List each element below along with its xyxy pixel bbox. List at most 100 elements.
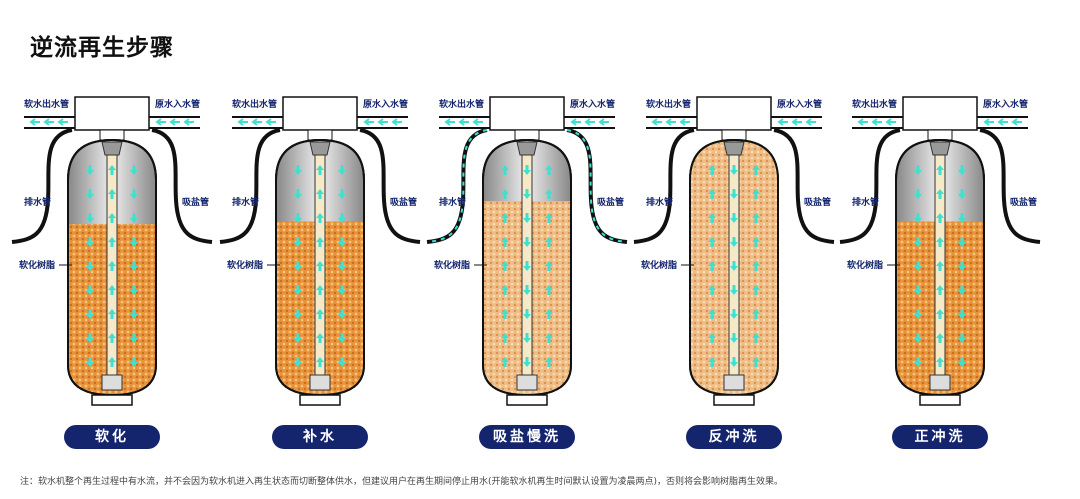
outer-flow-arrow <box>501 309 509 319</box>
center-flow-arrow <box>523 213 531 223</box>
label-soft-water-outlet: 软水出水管 <box>24 98 69 110</box>
flow-arrow-left <box>885 118 896 126</box>
flow-arrow-left <box>665 118 676 126</box>
page-title: 逆流再生步骤 <box>30 35 174 61</box>
outer-flow-arrow <box>914 285 922 295</box>
label-drain-pipe: 排水管 <box>852 196 879 208</box>
center-flow-arrow <box>108 261 116 271</box>
label-resin: 软化树脂 <box>847 259 883 271</box>
center-flow-arrow <box>523 285 531 295</box>
center-flow-arrow <box>936 237 944 247</box>
center-flow-arrow <box>730 165 738 175</box>
outer-flow-arrow <box>545 213 553 223</box>
outer-flow-arrow <box>914 357 922 367</box>
bottom-distributor <box>516 374 538 391</box>
control-valve <box>489 96 565 131</box>
step-label-3: 吸盐慢洗 <box>479 425 575 449</box>
outer-flow-arrow <box>914 237 922 247</box>
outer-flow-arrow <box>338 261 346 271</box>
outer-flow-arrow <box>545 285 553 295</box>
outer-flow-arrow <box>130 357 138 367</box>
outer-flow-arrow <box>86 333 94 343</box>
outer-flow-arrow <box>545 333 553 343</box>
label-drain-pipe: 排水管 <box>646 196 673 208</box>
center-flow-arrow <box>936 357 944 367</box>
flow-arrow-left <box>43 118 54 126</box>
center-flow-arrow <box>523 189 531 199</box>
outer-flow-arrow <box>294 261 302 271</box>
outer-flow-arrow <box>501 165 509 175</box>
outer-flow-arrow <box>958 333 966 343</box>
outer-flow-arrow <box>752 309 760 319</box>
outer-flow-arrow <box>294 189 302 199</box>
flow-arrow-left <box>237 118 248 126</box>
outer-flow-arrow <box>130 189 138 199</box>
outer-flow-arrow <box>914 165 922 175</box>
outer-flow-arrow <box>130 285 138 295</box>
center-flow-arrow <box>316 165 324 175</box>
outer-flow-arrow <box>752 189 760 199</box>
label-soft-water-outlet: 软水出水管 <box>852 98 897 110</box>
outer-flow-arrow <box>130 333 138 343</box>
outer-flow-arrow <box>958 189 966 199</box>
outer-flow-arrow <box>708 213 716 223</box>
center-flow-arrow <box>316 237 324 247</box>
label-resin: 软化树脂 <box>434 259 470 271</box>
outer-flow-arrow <box>86 357 94 367</box>
flow-arrow-left <box>458 118 469 126</box>
label-resin: 软化树脂 <box>227 259 263 271</box>
outer-flow-arrow <box>958 213 966 223</box>
outer-flow-arrow <box>914 189 922 199</box>
outer-flow-arrow <box>86 285 94 295</box>
drain-pipe <box>839 128 901 244</box>
flow-arrow-left <box>791 118 802 126</box>
label-raw-water-inlet: 原水入水管 <box>777 98 822 110</box>
outer-flow-arrow <box>294 213 302 223</box>
panel-1 <box>11 96 213 406</box>
outer-flow-arrow <box>86 165 94 175</box>
valve-neck <box>514 129 540 141</box>
outer-flow-arrow <box>294 165 302 175</box>
flow-arrow-left <box>363 118 374 126</box>
outer-flow-arrow <box>338 189 346 199</box>
outer-flow-arrow <box>752 357 760 367</box>
flow-arrow-left <box>651 118 662 126</box>
label-brine-pipe: 吸盐管 <box>1010 196 1037 208</box>
bottom-distributor <box>101 374 123 391</box>
center-flow-arrow <box>730 213 738 223</box>
outer-flow-arrow <box>545 165 553 175</box>
center-flow-arrow <box>316 357 324 367</box>
tank-base <box>299 394 341 406</box>
label-drain-pipe: 排水管 <box>24 196 51 208</box>
outer-flow-arrow <box>958 165 966 175</box>
bottom-distributor <box>929 374 951 391</box>
outer-flow-arrow <box>545 189 553 199</box>
label-drain-pipe: 排水管 <box>439 196 466 208</box>
label-raw-water-inlet: 原水入水管 <box>155 98 200 110</box>
tank-base <box>919 394 961 406</box>
outer-flow-arrow <box>752 213 760 223</box>
label-resin: 软化树脂 <box>641 259 677 271</box>
drain-pipe <box>633 128 695 244</box>
outer-flow-arrow <box>130 165 138 175</box>
center-flow-arrow <box>730 309 738 319</box>
label-resin: 软化树脂 <box>19 259 55 271</box>
center-flow-arrow <box>316 261 324 271</box>
center-flow-arrow <box>316 285 324 295</box>
center-flow-arrow <box>523 309 531 319</box>
outer-flow-arrow <box>294 285 302 295</box>
flow-dash <box>566 129 628 243</box>
outer-flow-arrow <box>86 237 94 247</box>
center-flow-arrow <box>316 213 324 223</box>
outer-flow-arrow <box>501 357 509 367</box>
center-flow-arrow <box>108 189 116 199</box>
tank-outline <box>275 138 365 397</box>
label-soft-water-outlet: 软水出水管 <box>232 98 277 110</box>
flow-arrow-left <box>155 118 166 126</box>
flow-dash <box>426 129 488 243</box>
control-valve <box>74 96 150 131</box>
center-flow-arrow <box>108 237 116 247</box>
tank-outline <box>482 138 572 397</box>
flow-arrow-left <box>570 118 581 126</box>
